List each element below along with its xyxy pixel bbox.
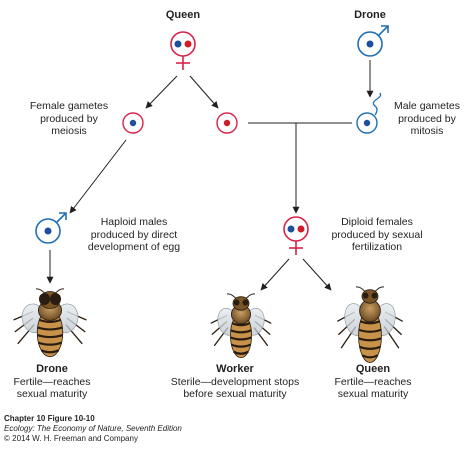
arrow-egg-to-haploid-male <box>69 139 127 214</box>
drone-top-label: Drone <box>354 9 386 21</box>
queen-female-symbol-icon <box>170 31 196 70</box>
haploid-male-symbol-icon <box>35 212 67 244</box>
egg-cell-1 <box>122 112 144 134</box>
outcome-worker: Worker Sterile—development stops before … <box>160 363 310 401</box>
haploid-males-label: Haploid males produced by direct develop… <box>87 216 181 253</box>
outcome-title: Drone <box>36 363 68 375</box>
caption-book: Ecology: The Economy of Nature, Seventh … <box>4 424 182 433</box>
caption-copyright: © 2014 W. H. Freeman and Company <box>4 434 138 443</box>
drone-bee-icon <box>13 288 87 358</box>
worker-bee-icon <box>210 293 272 359</box>
outcome-title: Queen <box>355 363 391 375</box>
diploid-females-label: Diploid females produced by sexual ferti… <box>331 216 423 253</box>
diploid-female-symbol-icon <box>283 216 309 255</box>
male-gametes-label: Male gametes produced by mitosis <box>394 100 460 137</box>
drone-male-symbol-icon <box>357 25 389 57</box>
outcome-queen: Queen Fertile—reaches sexual maturity <box>326 363 420 401</box>
egg-cell-2 <box>216 112 238 134</box>
arrow-female-to-worker <box>260 258 290 291</box>
sperm-cell <box>356 92 382 134</box>
arrow-queen-to-egg-1 <box>145 75 178 109</box>
queen-bee-icon <box>337 286 403 363</box>
arrow-female-to-queen <box>302 258 332 291</box>
queen-top-label: Queen <box>165 9 201 21</box>
outcome-title: Worker <box>216 363 254 375</box>
female-gametes-label: Female gametes produced by meiosis <box>29 100 109 137</box>
caption-chapter: Chapter 10 Figure 10-10 <box>4 414 95 423</box>
arrow-queen-to-egg-2 <box>189 75 219 109</box>
outcome-drone: Drone Fertile—reaches sexual maturity <box>5 363 99 401</box>
